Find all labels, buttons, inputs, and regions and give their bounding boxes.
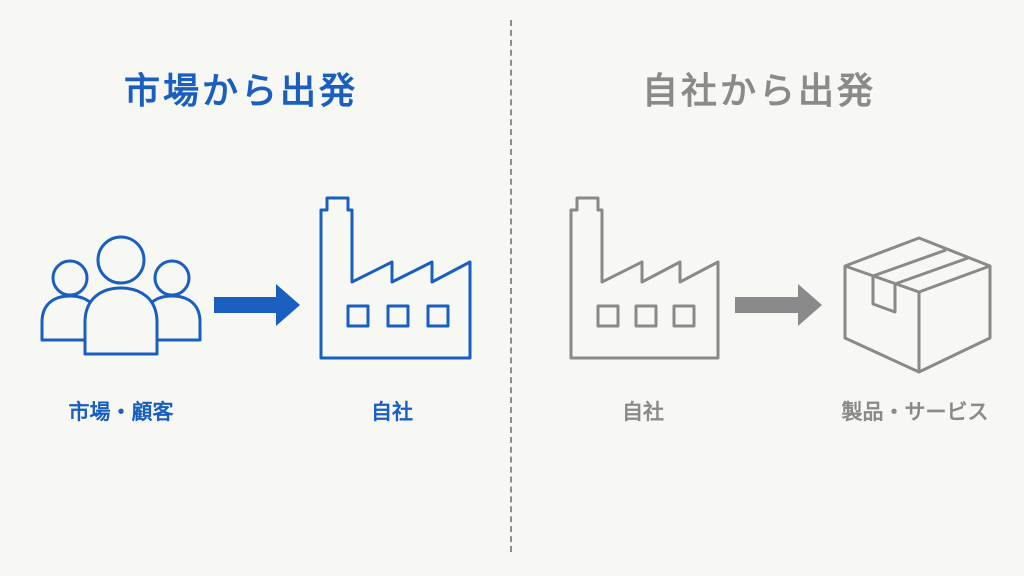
arrow-right-icon xyxy=(735,284,822,326)
own-company-label: 自社 xyxy=(622,400,664,424)
market-customer-label: 市場・顧客 xyxy=(68,400,174,424)
factory-icon xyxy=(569,196,720,360)
company-start-title: 自社から出発 xyxy=(642,71,877,112)
factory-icon xyxy=(319,196,472,360)
arrow-right-icon xyxy=(214,284,300,326)
market-start-title: 市場から出発 xyxy=(124,71,359,112)
people-group-icon xyxy=(40,235,202,356)
product-service-label: 製品・サービス xyxy=(841,400,989,424)
panel-divider xyxy=(510,20,512,552)
own-company-label: 自社 xyxy=(371,400,413,424)
product-box-icon xyxy=(843,236,992,374)
